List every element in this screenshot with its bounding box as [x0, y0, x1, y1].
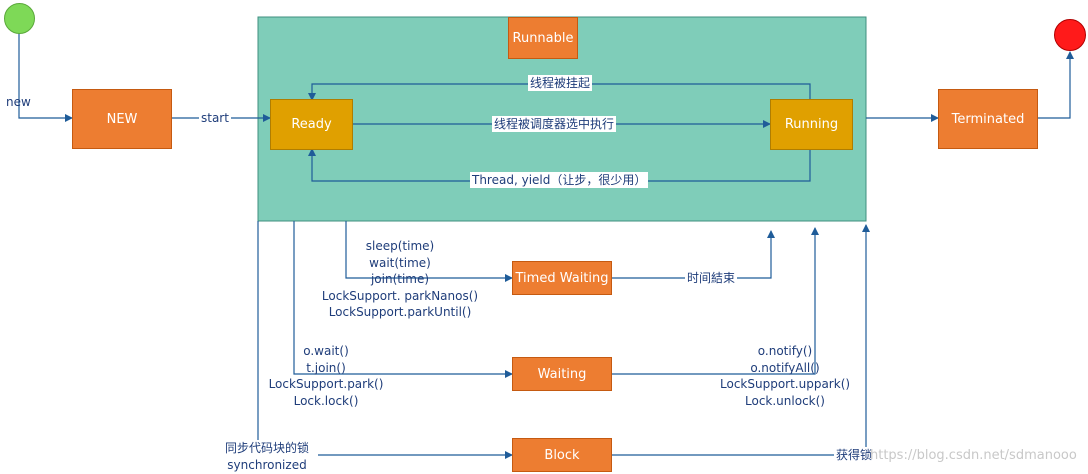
edge-end — [1038, 51, 1074, 119]
method-lock: Lock.lock() — [293, 393, 359, 408]
method-unlock: Lock.unlock() — [745, 393, 825, 408]
state-running: Running — [770, 99, 853, 150]
label-new: new — [6, 95, 31, 109]
method-wait-time: wait(time) — [369, 255, 431, 270]
method-notify: o.notify() — [757, 344, 813, 358]
method-join-time: join(time) — [370, 272, 430, 286]
label-start: start — [199, 110, 231, 126]
state-runnable: Runnable — [508, 17, 578, 59]
state-block: Block — [512, 438, 612, 472]
method-o-wait: o.wait() — [303, 344, 349, 358]
watermark: https://blog.csdn.net/sdmanooo — [870, 448, 1077, 463]
state-new: NEW — [72, 89, 172, 149]
block-methods: 同步代码块的锁 synchronized — [216, 440, 318, 473]
edge-new — [18, 33, 73, 122]
method-synchronized: synchronized — [227, 457, 307, 472]
edge-waiting-exit — [612, 227, 819, 375]
method-t-join: t.join() — [306, 360, 346, 375]
method-sync-block: 同步代码块的锁 — [224, 441, 309, 455]
edge-waiting-enter — [293, 221, 513, 378]
end-node — [1054, 19, 1086, 51]
state-terminated: Terminated — [938, 89, 1038, 149]
method-parknanos: LockSupport. parkNanos() — [321, 288, 479, 303]
timed-waiting-methods: sleep(time) wait(time) join(time) LockSu… — [318, 238, 482, 321]
method-unpark: LockSupport.uppark() — [720, 377, 851, 391]
start-node — [4, 3, 35, 34]
notify-methods: o.notify() o.notifyAll() LockSupport.upp… — [720, 343, 850, 409]
method-park: LockSupport.park() — [268, 377, 384, 391]
state-waiting: Waiting — [512, 357, 612, 391]
method-sleep: sleep(time) — [365, 239, 435, 253]
method-parkuntil: LockSupport.parkUntil() — [328, 305, 472, 319]
label-suspended: 线程被挂起 — [528, 75, 593, 91]
edge-timed-exit — [612, 230, 775, 279]
label-lock-acquired: 获得锁 — [834, 447, 875, 463]
label-scheduled: 线程被调度器选中执行 — [492, 116, 617, 132]
state-ready: Ready — [270, 99, 353, 150]
edge-timed-enter — [345, 221, 513, 282]
label-time-end: 时间結束 — [685, 270, 738, 286]
edge-block-exit — [612, 224, 870, 456]
label-yield: Thread, yield（让步，很少用） — [470, 172, 649, 188]
state-timed-waiting: Timed Waiting — [512, 261, 612, 295]
waiting-methods: o.wait() t.join() LockSupport.park() Loc… — [262, 343, 390, 409]
method-notifyall: o.notifyAll() — [750, 360, 820, 375]
